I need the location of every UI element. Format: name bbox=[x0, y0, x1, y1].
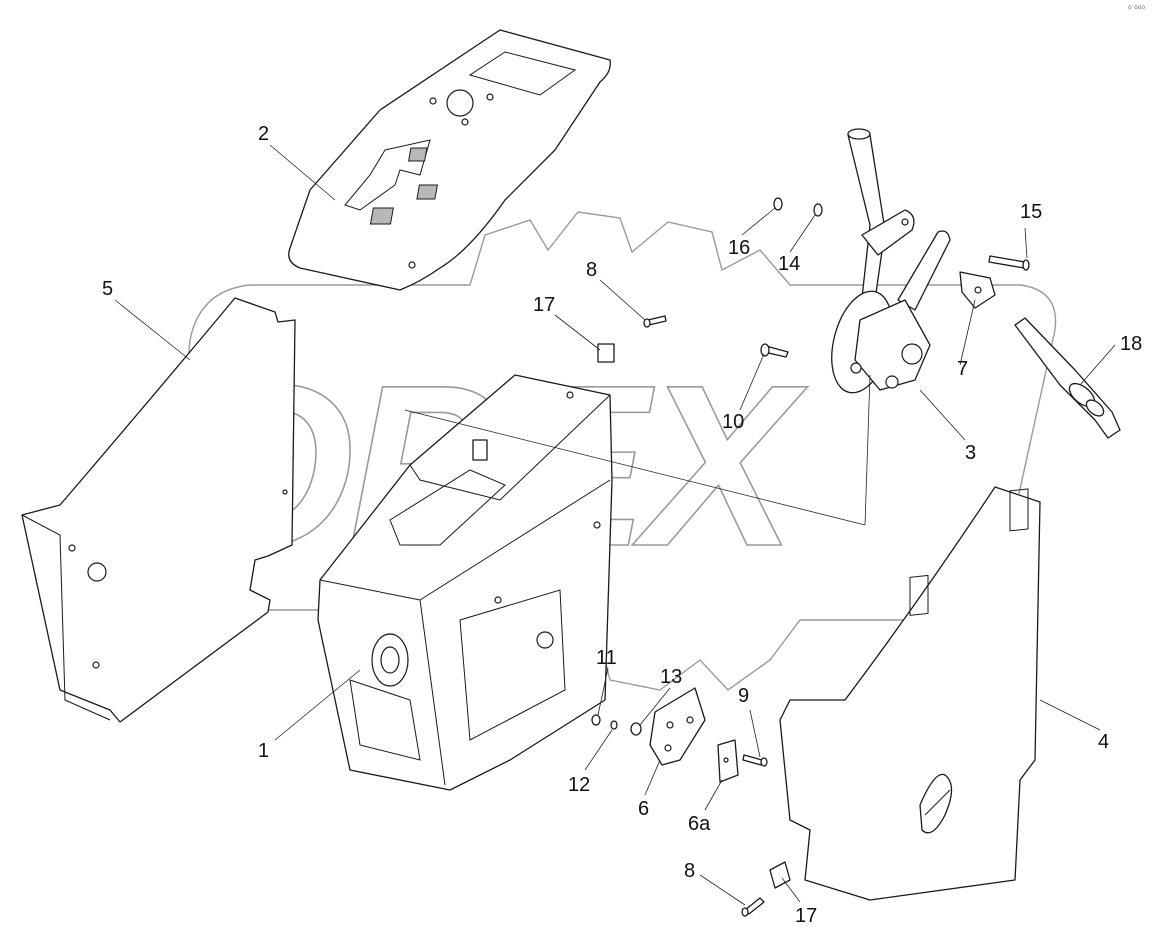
callout-labels: 2 5 1 4 3 7 15 16 14 18 10 8 17 11 12 13… bbox=[102, 123, 1142, 927]
callout-label: 2 bbox=[258, 123, 269, 145]
callout-label: 17 bbox=[795, 905, 817, 927]
callout-label: 5 bbox=[102, 278, 113, 300]
small-hardware bbox=[591, 197, 1030, 917]
callout-label: 9 bbox=[738, 685, 749, 707]
callout-label: 3 bbox=[965, 442, 976, 464]
corner-mark: ⁰ ⁰⁰⁰ bbox=[1128, 4, 1145, 14]
callout-label: 6 bbox=[638, 798, 649, 820]
callout-label: 8 bbox=[684, 860, 695, 882]
callout-label: 13 bbox=[660, 666, 682, 688]
callout-label: 18 bbox=[1120, 333, 1142, 355]
callout-label: 16 bbox=[728, 237, 750, 259]
part-top-cover bbox=[288, 29, 611, 291]
part-cable bbox=[1014, 317, 1121, 439]
part-left-panel bbox=[21, 297, 296, 723]
callout-label: 4 bbox=[1098, 731, 1109, 753]
callout-label: 8 bbox=[586, 259, 597, 281]
watermark-gear-outline bbox=[170, 211, 1057, 691]
callout-label: 6a bbox=[688, 813, 711, 835]
callout-label: 10 bbox=[722, 411, 744, 433]
callout-label: 11 bbox=[596, 647, 617, 669]
callout-label: 15 bbox=[1020, 201, 1042, 223]
part-lever-mechanism bbox=[831, 128, 996, 394]
callout-label: 1 bbox=[258, 740, 269, 762]
leader-lines bbox=[114, 144, 1116, 906]
callout-label: 17 bbox=[533, 294, 555, 316]
part-housing bbox=[317, 374, 613, 791]
part-right-panel bbox=[779, 486, 1041, 901]
callout-label: 7 bbox=[957, 358, 968, 380]
callout-label: 14 bbox=[778, 253, 800, 275]
callout-label: 12 bbox=[568, 774, 590, 796]
